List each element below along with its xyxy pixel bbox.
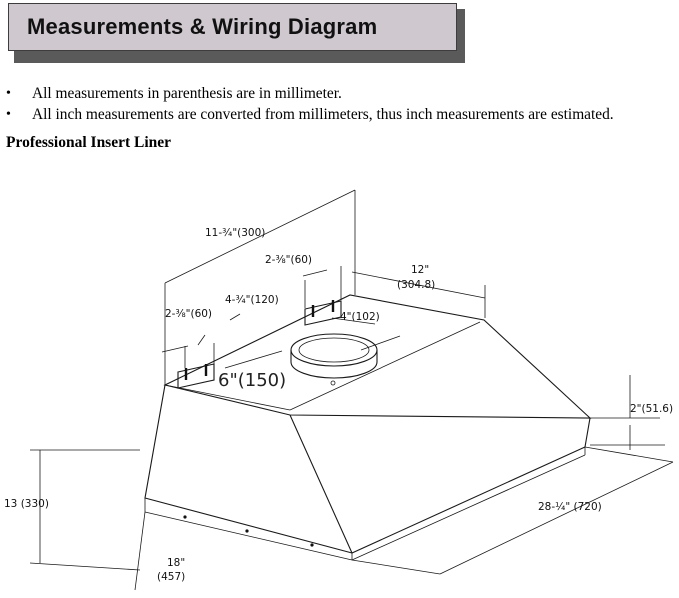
hood-outline [144, 294, 592, 561]
dim-side-height: 2"(51.6) [630, 403, 673, 415]
note-text: All measurements in parenthesis are in m… [32, 85, 342, 102]
dim-right-bracket: 2-⅜"(60) [265, 254, 312, 266]
dimension-labels: 11-¾"(300) 2-⅜"(60) 2-⅜"(60) 4-¾"(120) 1… [4, 227, 673, 583]
dim-depth-mm: (457) [157, 571, 185, 583]
notes-list: • All measurements in parenthesis are in… [0, 84, 679, 126]
dim-back-width-in: 12" [411, 264, 429, 276]
dim-offset: 4-¾"(120) [225, 294, 279, 306]
dimension-lines [29, 189, 674, 591]
dim-top-depth: 11-¾"(300) [205, 227, 265, 239]
page-title: Measurements & Wiring Diagram [27, 14, 378, 39]
bullet-icon: • [6, 107, 11, 122]
dim-back-width-mm: (304.8) [397, 279, 435, 291]
title-banner: Measurements & Wiring Diagram [8, 3, 457, 51]
dim-height: 13 (330) [4, 498, 49, 510]
dim-left-bracket: 2-⅜"(60) [165, 308, 212, 320]
bullet-icon: • [6, 86, 11, 101]
dim-duct-offset: 4"(102) [340, 311, 380, 323]
note-text: All inch measurements are converted from… [32, 106, 614, 123]
note-item: • All inch measurements are converted fr… [0, 105, 679, 126]
duct-collar [290, 333, 378, 386]
dim-depth-in: 18" [167, 557, 185, 569]
dim-duct: 6"(150) [218, 370, 286, 391]
mounting-brackets [177, 300, 342, 389]
dim-width: 28-¼" (720) [538, 501, 602, 513]
note-item: • All measurements in parenthesis are in… [0, 84, 679, 105]
section-title: Professional Insert Liner [6, 134, 172, 151]
